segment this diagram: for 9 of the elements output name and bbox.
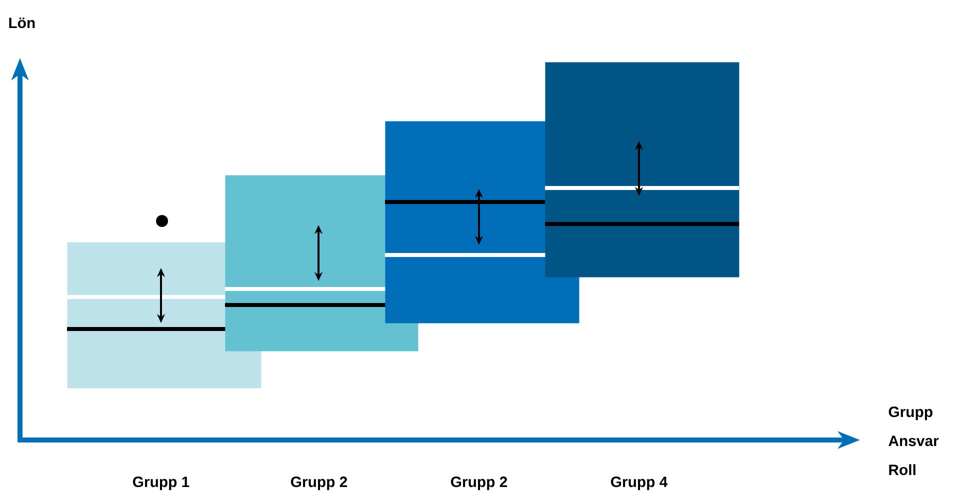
group-label: Grupp 2 [450,476,508,490]
group-label: Grupp 2 [290,476,348,490]
axis-title: Roll [889,464,916,476]
salary-band [545,62,740,278]
axis-title: Grupp [888,406,932,420]
axis-title: Ansvar [888,436,939,446]
group-label: Grupp 4 [610,476,668,490]
axis-title: Lön [9,18,35,28]
group-label: Grupp 1 [132,476,190,490]
